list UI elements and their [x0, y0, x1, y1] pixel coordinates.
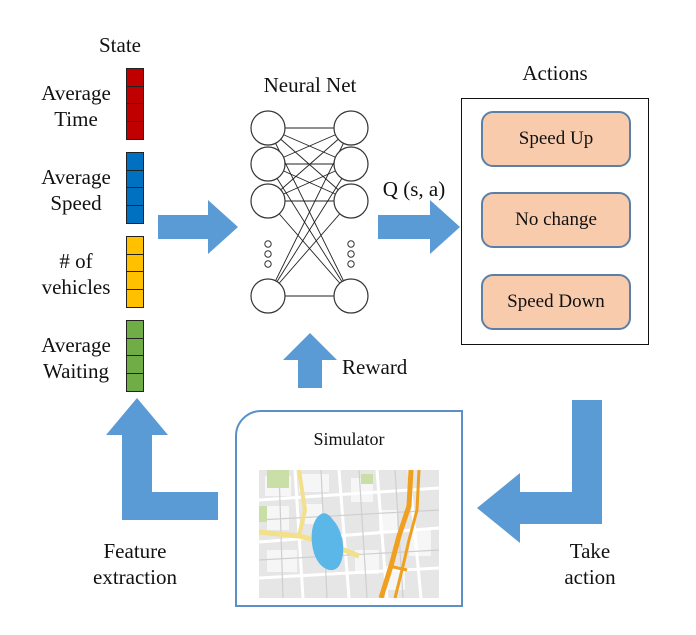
action-speed-down: Speed Down: [481, 274, 631, 330]
feature-extraction-label: Feature extraction: [93, 539, 177, 589]
feature-vector-average-waiting: [126, 320, 144, 392]
reward-label: Reward: [342, 355, 408, 379]
simulator-title: Simulator: [313, 429, 385, 449]
action-no-change: No change: [481, 192, 631, 248]
arrow-state-to-net: [158, 200, 238, 254]
state-title: State: [99, 33, 141, 57]
nn-output-node: [333, 110, 369, 146]
actions-box: Speed Up No change Speed Down: [461, 98, 649, 345]
nn-input-node: [250, 146, 286, 182]
nn-edge: [267, 163, 352, 297]
feature-label-average-speed: Average Speed: [41, 165, 111, 215]
feature-label-average-waiting: Average Waiting: [41, 333, 111, 383]
action-speed-up: Speed Up: [481, 111, 631, 167]
simulator-map: [259, 470, 439, 598]
nn-edge: [267, 127, 352, 202]
nn-edge: [267, 200, 352, 297]
nn-input-node: [250, 183, 286, 219]
arrow-feature-extraction: [106, 398, 218, 520]
nn-input-node: [250, 278, 286, 314]
take-action-label: Take action: [564, 539, 616, 589]
nn-input-node: [250, 110, 286, 146]
neural-net-title: Neural Net: [263, 73, 357, 97]
q-value-label: Q (s, a): [382, 177, 446, 201]
neural-net-graph: [250, 110, 369, 314]
feature-label-average-time: Average Time: [41, 81, 111, 131]
simulator-box: Simulator: [235, 410, 463, 607]
feature-vector-average-time: [126, 68, 144, 140]
arrow-reward-up: [283, 333, 337, 388]
nn-output-node: [333, 278, 369, 314]
nn-output-node: [333, 183, 369, 219]
feature-vector-vehicles: [126, 236, 144, 308]
actions-title: Actions: [522, 61, 588, 85]
arrow-net-to-actions: [378, 200, 460, 254]
feature-label-vehicles: # of vehicles: [41, 249, 111, 299]
nn-output-node: [333, 146, 369, 182]
feature-vector-average-speed: [126, 152, 144, 224]
arrow-take-action: [477, 400, 602, 543]
